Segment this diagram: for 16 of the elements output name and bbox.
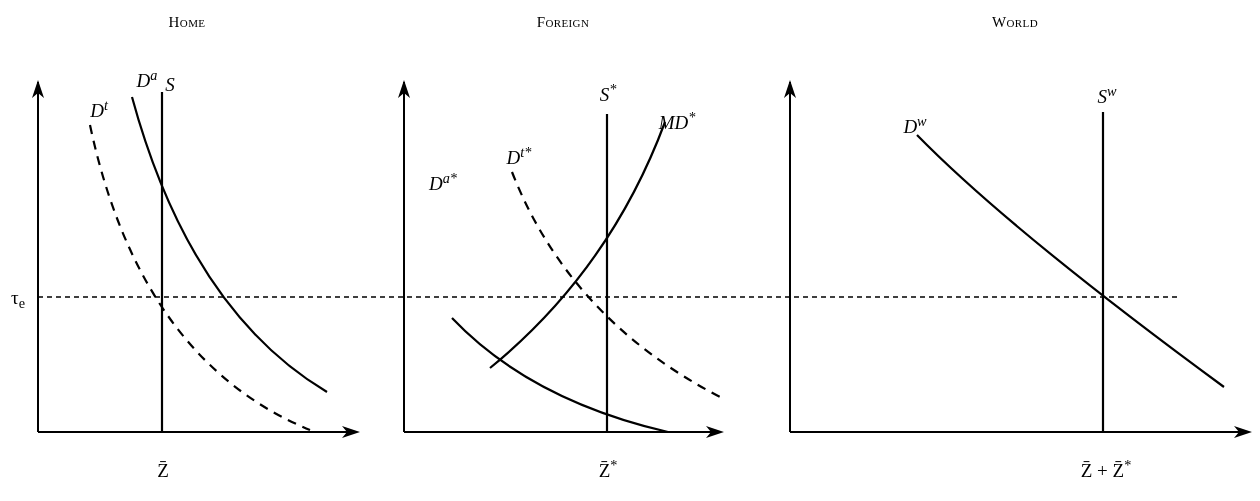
curve-label: D$^{t*}$ — [506, 147, 532, 167]
curve-label: S — [165, 74, 175, 94]
panel-title: World — [992, 14, 1038, 30]
curve-label: D$^{a}$ — [136, 70, 158, 90]
curve-label: S$^{w}$ — [1097, 86, 1117, 106]
curve-label: D$^{w}$ — [903, 116, 927, 136]
curve-label: D$^{a*}$ — [429, 173, 457, 193]
axis-label: Z̄$^{*}$ — [598, 460, 618, 480]
panel-title: Home — [168, 14, 206, 30]
panel-title: Foreign — [536, 14, 590, 30]
curve-label: D$^{t}$ — [90, 100, 108, 120]
curve-label: S$^{*}$ — [599, 84, 617, 104]
axis-label: τ$_{e}$ — [11, 287, 25, 307]
curve-label: MD$^{*}$ — [658, 112, 696, 132]
axis-label: Z̄ + Z̄$^{*}$ — [1080, 460, 1132, 480]
axis-label: Z̄ — [157, 460, 169, 480]
